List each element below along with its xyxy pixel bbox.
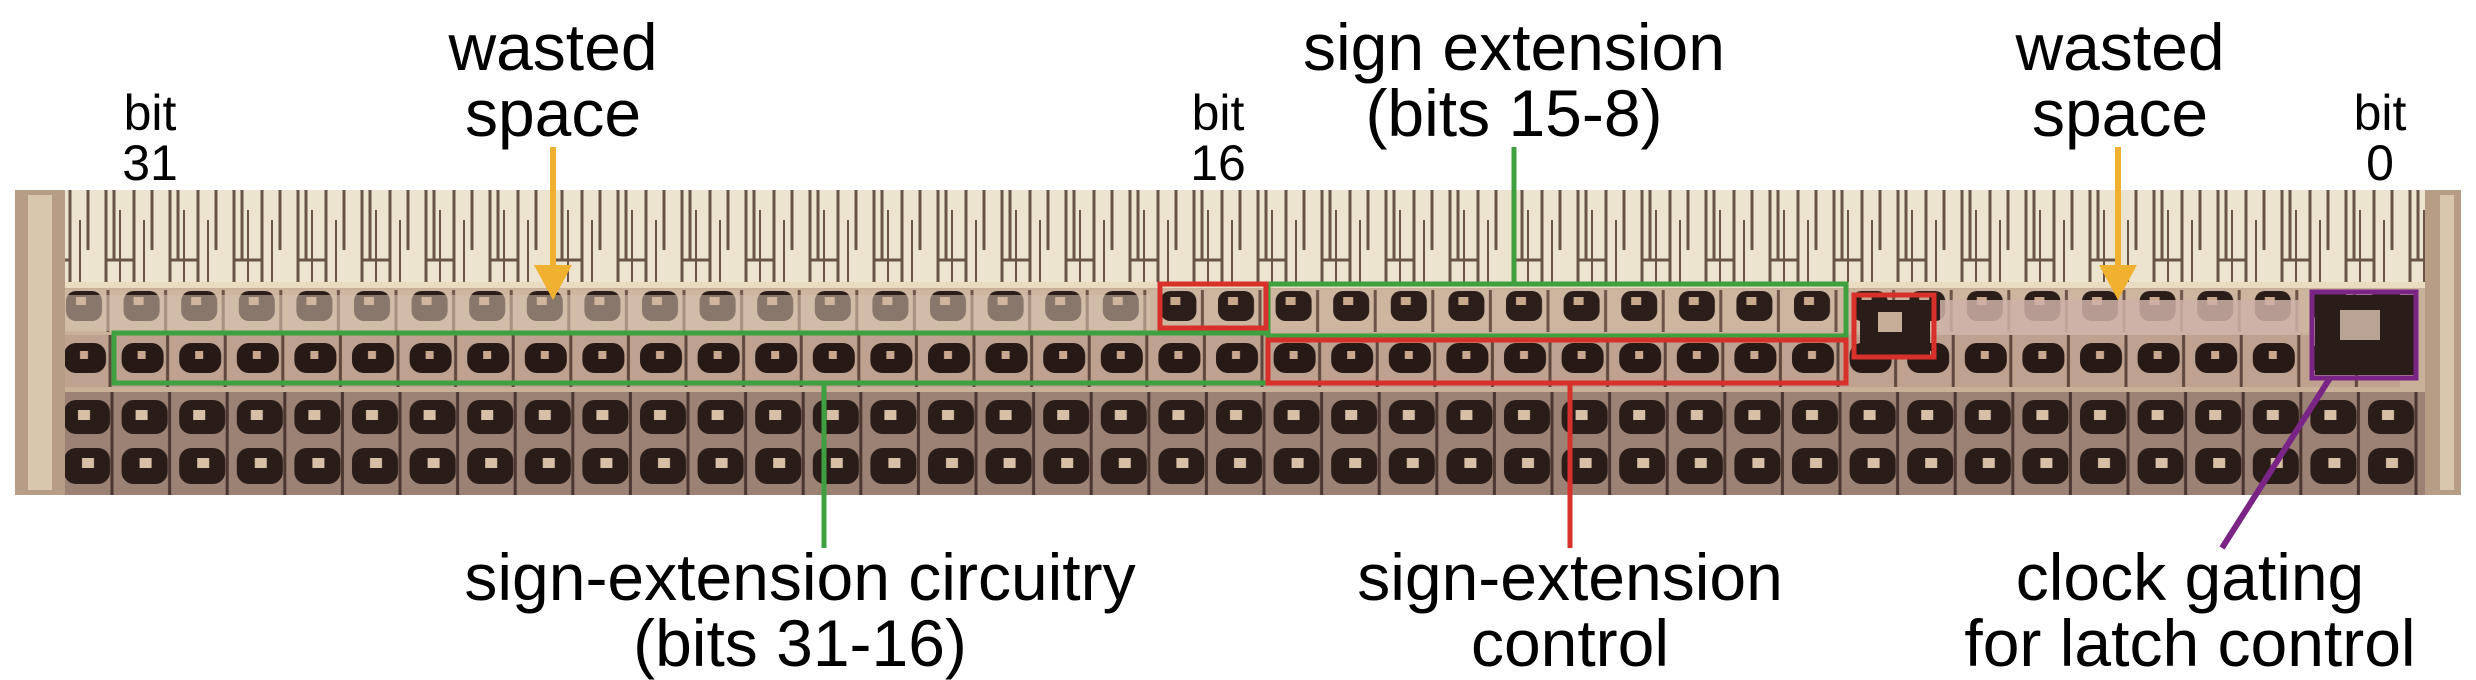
middle-cell-row: [60, 335, 2400, 387]
wasted-space-left-label: wasted space: [403, 14, 703, 146]
bit-0-line-2: 0: [2366, 135, 2394, 191]
wasted-space-left: [60, 295, 1150, 331]
control-small-box-right: [1851, 292, 1937, 360]
metal-lines-region: [36, 190, 2431, 282]
wasted-left-line-1: wasted: [448, 10, 658, 84]
wasted-right-line-1: wasted: [2015, 10, 2225, 84]
bit-16-line-1: bit: [1191, 85, 1245, 141]
clock-line-1: clock gating: [2015, 540, 2365, 614]
circuitry-line-2: (bits 31-16): [633, 606, 967, 680]
sign-extension-control-box: [1265, 337, 1849, 386]
sign-ext-top-line-2: (bits 15-8): [1365, 76, 1663, 150]
bit-16-line-2: 16: [1190, 135, 1246, 191]
left-edge-column: [28, 195, 52, 490]
clock-gating-leader: [2219, 376, 2333, 550]
circuitry-line-1: sign-extension circuitry: [464, 540, 1136, 614]
sign-extension-bits-15-8-label: sign extension (bits 15-8): [1254, 14, 1774, 146]
bit-31-line-2: 31: [122, 135, 178, 191]
wasted-space-right-label: wasted space: [1970, 14, 2270, 146]
wasted-right-line-2: space: [2031, 76, 2209, 150]
bottom-cell-row: [15, 392, 2461, 495]
clock-gating-block-detail: [2340, 310, 2380, 340]
wasted-right-arrow-head: [2099, 265, 2137, 300]
control-line-1: sign-extension: [1357, 540, 1783, 614]
control-small-box-left: [1157, 281, 1269, 331]
clock-line-2: for latch control: [1964, 606, 2416, 680]
sign-extension-circuitry-label: sign-extension circuitry (bits 31-16): [440, 544, 1160, 676]
sign-extension-control-label: sign-extension control: [1320, 544, 1820, 676]
wasted-left-line-2: space: [464, 76, 642, 150]
bit-31-label: bit 31: [90, 88, 210, 188]
right-edge-column: [2440, 195, 2454, 490]
clock-gating-label: clock gating for latch control: [1920, 544, 2460, 676]
bit-31-line-1: bit: [123, 85, 177, 141]
wasted-left-arrow-head: [534, 265, 572, 300]
clock-gating-box: [2309, 289, 2419, 381]
bit-16-label: bit 16: [1158, 88, 1278, 188]
control-block-detail: [1878, 312, 1902, 332]
sign-ext-top-line-1: sign extension: [1303, 10, 1725, 84]
bit-0-label: bit 0: [2320, 88, 2440, 188]
bit-0-line-1: bit: [2353, 85, 2407, 141]
control-line-2: control: [1470, 606, 1670, 680]
